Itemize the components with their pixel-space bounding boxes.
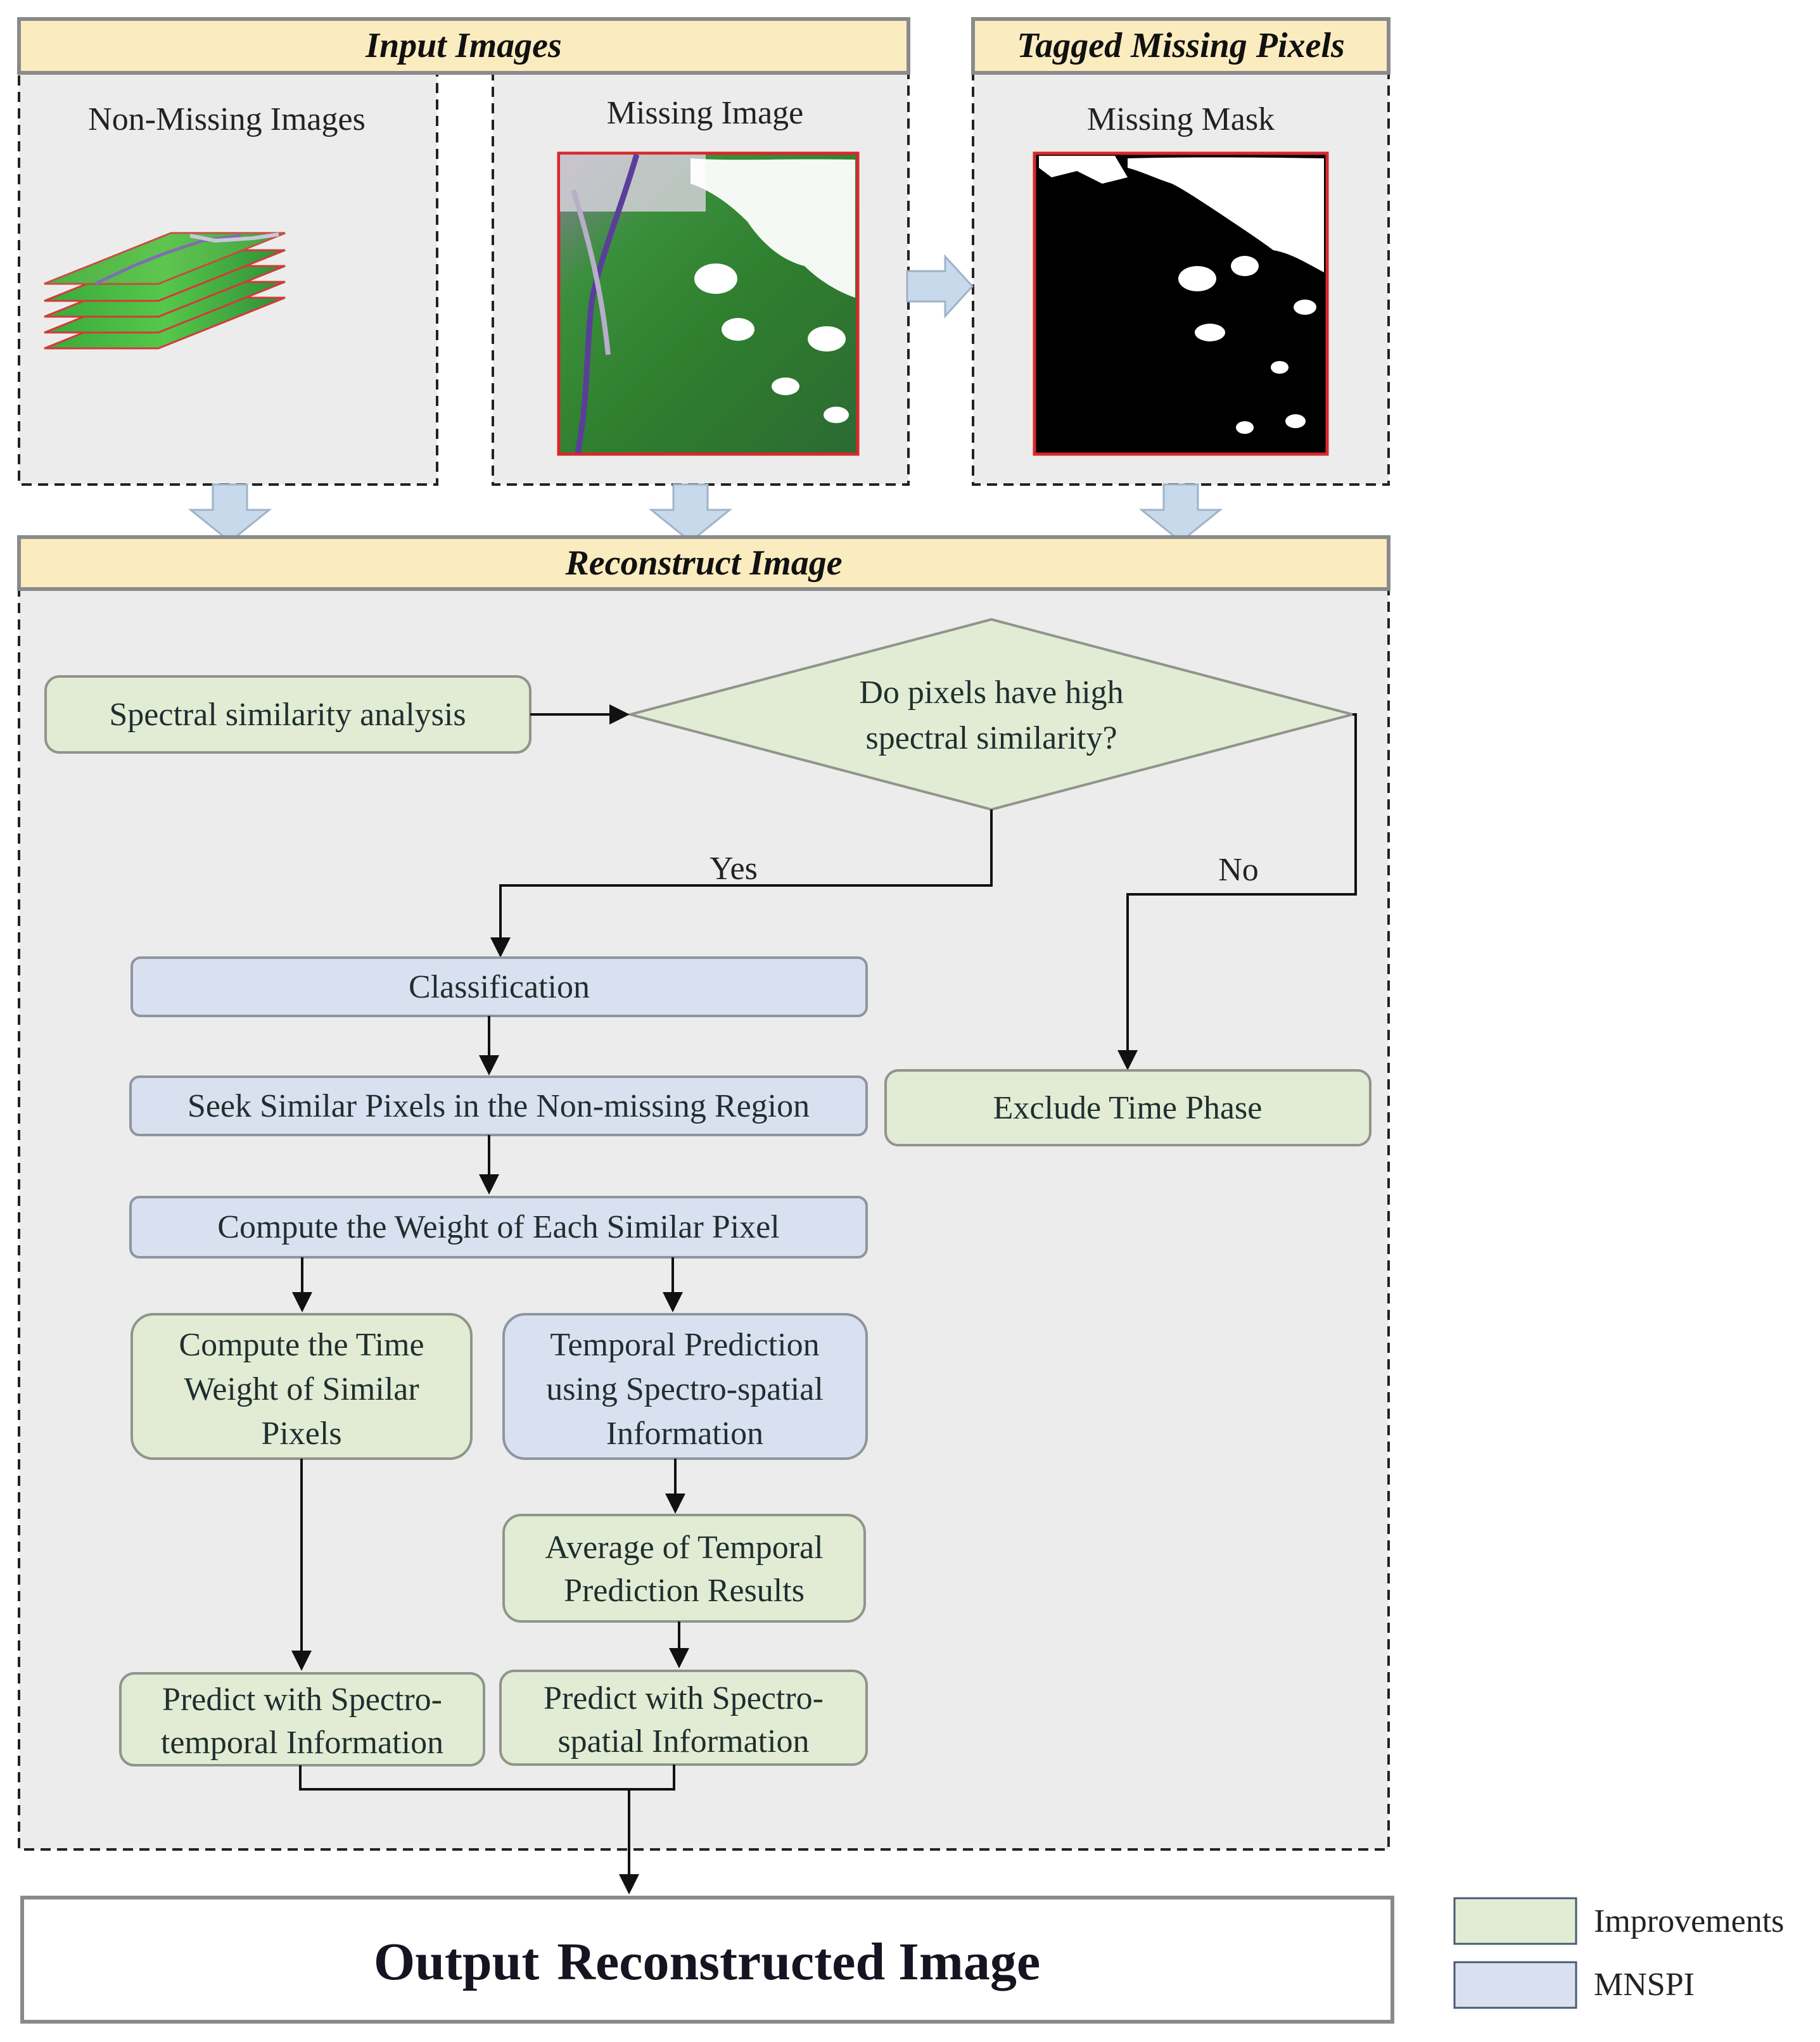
legend-mnspi-swatch (1453, 1961, 1577, 2009)
spectral-similarity-text: Spectral similarity analysis (109, 697, 466, 733)
non-missing-images-label: Non-Missing Images (88, 101, 366, 137)
merge-connector (299, 1765, 675, 1791)
temporal-prediction-box (502, 1313, 868, 1460)
yes-label: Yes (710, 851, 758, 887)
output-title: Output Reconstructed Image (374, 1932, 1040, 1991)
legend-mnspi-label: MNSPI (1594, 1967, 1695, 2003)
classification-text: Classification (409, 969, 590, 1005)
legend-improvements-label: Improvements (1594, 1903, 1784, 1939)
temporal-prediction-line3: Information (606, 1416, 763, 1452)
stacked-image-layers (44, 232, 286, 350)
reconstruct-image-header (17, 535, 1390, 591)
compute-weight-box (129, 1196, 868, 1259)
exclude-time-phase-text: Exclude Time Phase (993, 1090, 1263, 1126)
average-temporal-line1: Average of Temporal (545, 1530, 823, 1566)
time-weight-line2: Weight of Similar (184, 1371, 419, 1407)
no-label: No (1218, 852, 1259, 888)
predict-temporal-line2: temporal Information (161, 1725, 443, 1761)
down-arrow-right (1138, 483, 1223, 543)
temporal-prediction-line2: using Spectro-spatial (546, 1371, 824, 1407)
input-images-header (17, 17, 910, 75)
output-box (20, 1896, 1394, 2024)
input-images-title: Input Images (365, 26, 562, 65)
missing-image-thumbnail (557, 151, 860, 456)
seek-similar-text: Seek Similar Pixels in the Non-missing R… (188, 1088, 810, 1124)
decision-text-line2: spectral similarity? (865, 720, 1117, 756)
compute-weight-text: Compute the Weight of Each Similar Pixel (217, 1209, 779, 1245)
arrow-no (1117, 713, 1357, 1070)
time-weight-line3: Pixels (261, 1416, 341, 1452)
average-temporal-line2: Prediction Results (564, 1573, 805, 1609)
time-weight-line1: Compute the Time (179, 1327, 424, 1363)
predict-spatial-line2: spatial Information (557, 1723, 809, 1760)
predict-spatial-box (499, 1670, 868, 1766)
output-word1: Output (374, 1932, 539, 1991)
to-mask-arrow (906, 254, 974, 319)
tagged-missing-pixels-header (971, 17, 1390, 75)
tagged-missing-pixels-title: Tagged Missing Pixels (1017, 26, 1345, 65)
predict-temporal-line1: Predict with Spectro- (162, 1682, 442, 1718)
classification-box (130, 956, 868, 1017)
missing-mask-thumbnail (1033, 151, 1329, 456)
down-arrow-middle (648, 483, 733, 543)
missing-image-label: Missing Image (607, 95, 804, 131)
average-temporal-box (502, 1514, 866, 1623)
seek-similar-box (129, 1075, 868, 1136)
missing-mask-label: Missing Mask (1087, 101, 1275, 137)
legend-improvements-swatch (1453, 1897, 1577, 1945)
arrow-yes (490, 809, 993, 958)
down-arrow-left (188, 483, 272, 543)
decision-text-line1: Do pixels have high (859, 675, 1123, 711)
predict-temporal-box (119, 1672, 485, 1766)
exclude-time-phase-box (884, 1069, 1371, 1146)
output-word2: Reconstructed Image (557, 1932, 1040, 1991)
temporal-prediction-line1: Temporal Prediction (550, 1327, 819, 1363)
reconstruct-image-title: Reconstruct Image (564, 543, 842, 583)
predict-spatial-line1: Predict with Spectro- (544, 1680, 824, 1716)
